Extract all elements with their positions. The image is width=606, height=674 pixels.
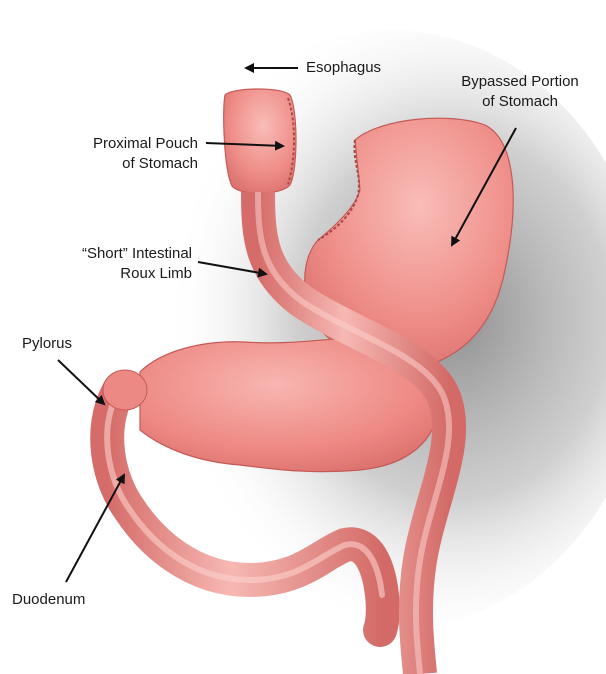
label-roux-limb: “Short” Intestinal Roux Limb [38,244,192,284]
arrow-pylorus [58,360,104,404]
label-proximal-line2: of Stomach [48,154,198,174]
label-roux-line1: “Short” Intestinal [38,244,192,264]
label-proximal-pouch: Proximal Pouch of Stomach [48,134,198,174]
label-roux-line2: Roux Limb [38,264,192,284]
pylorus-bulge [103,370,147,410]
label-duodenum: Duodenum [12,590,85,610]
label-bypassed-stomach: Bypassed Portion of Stomach [445,72,595,112]
proximal-pouch [224,89,296,193]
arrow-duodenum [66,475,124,582]
label-pylorus: Pylorus [22,334,72,354]
label-bypassed-line2: of Stomach [445,92,595,112]
label-bypassed-line1: Bypassed Portion [445,72,595,92]
label-proximal-line1: Proximal Pouch [48,134,198,154]
label-esophagus: Esophagus [306,58,381,78]
